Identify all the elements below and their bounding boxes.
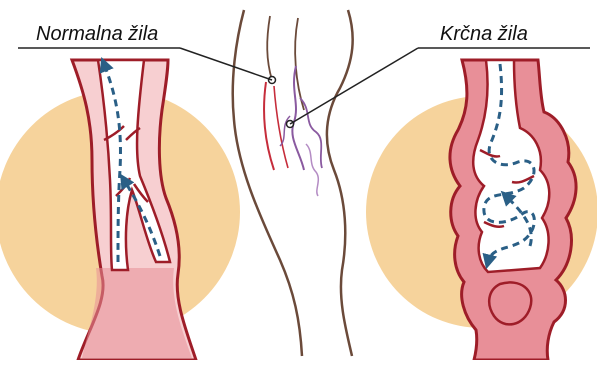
leg-outline-knee [295, 18, 304, 110]
spider-vein-4 [306, 144, 318, 196]
varicose-vein-panel [366, 60, 597, 360]
leg-outline-front [327, 10, 353, 356]
leg-vein-normal-2 [274, 86, 288, 168]
leg-vein-normal-1 [264, 82, 274, 170]
leg-illustration [233, 10, 353, 356]
leg-outline-back [233, 10, 302, 356]
normal-vein-label: Normalna žila [36, 24, 158, 44]
varicose-vein-label: Krčna žila [440, 24, 528, 44]
varicose-vein-lower-bulge [489, 282, 531, 324]
varicose-vein-leader [290, 48, 418, 124]
leg-outline-inner [267, 16, 272, 80]
normal-vein-leader [180, 48, 272, 80]
normal-vein-panel [0, 60, 240, 360]
